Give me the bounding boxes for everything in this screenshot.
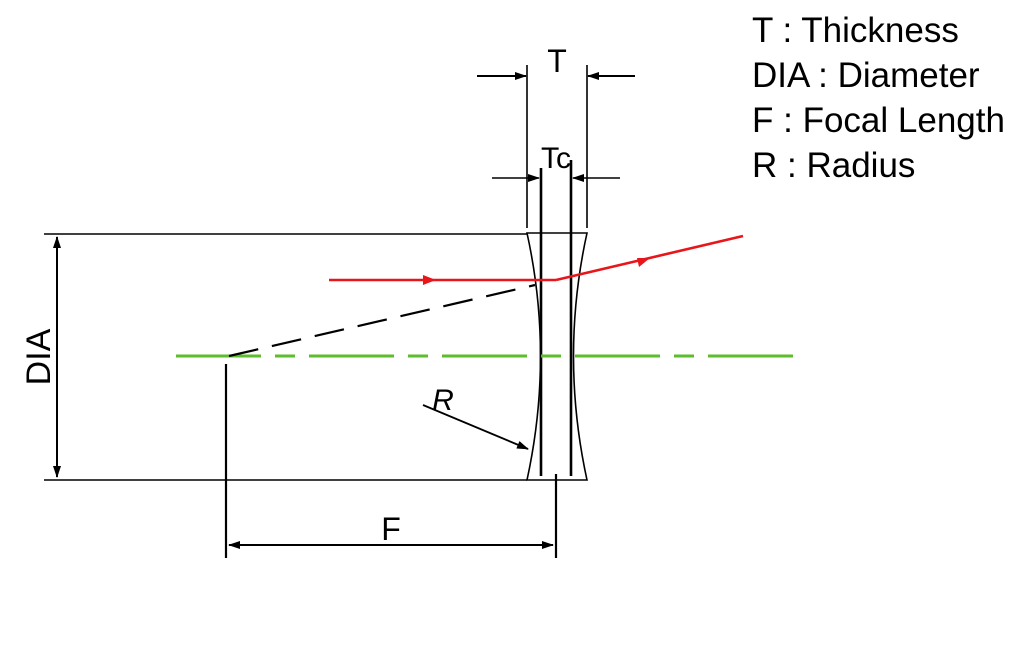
radius-leader: [422, 404, 529, 450]
legend-item-thickness: T : Thickness: [752, 11, 959, 50]
thickness-label: T: [547, 43, 567, 79]
legend-item-diameter: DIA : Diameter: [752, 56, 980, 95]
refracted-ray-arrow: [637, 258, 650, 267]
legend: T : Thickness DIA : Diameter F : Focal L…: [752, 8, 1005, 188]
radius-label: R: [432, 384, 454, 417]
incident-ray-arrow: [423, 275, 436, 285]
center-thickness-label: Tc: [541, 142, 571, 175]
virtual-ray: [228, 283, 536, 358]
legend-item-radius: R : Radius: [752, 146, 916, 185]
diameter-label: DIA: [20, 328, 58, 385]
legend-item-focal-length: F : Focal Length: [752, 101, 1005, 140]
focal-length-label: F: [381, 511, 401, 547]
